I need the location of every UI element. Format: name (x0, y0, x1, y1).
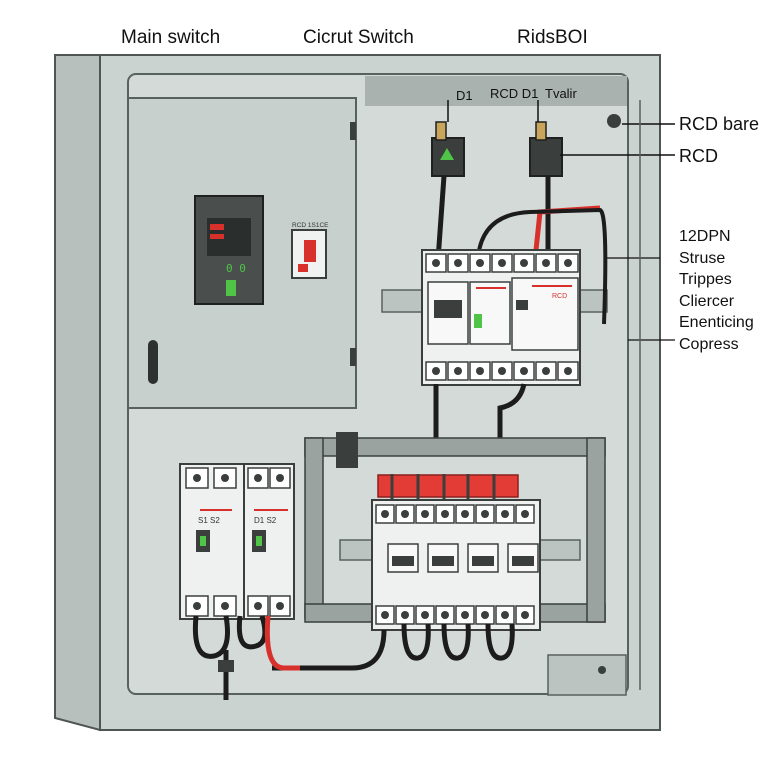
main-switch-red-indicator (210, 224, 224, 230)
right-list-item: Struse (679, 249, 726, 267)
connector-rcd (529, 137, 563, 177)
mcb-wire-loops (401, 623, 515, 661)
right-list: 12DPN Struse Trippes Cliercer Enenticing… (679, 226, 754, 355)
left-wire-loop-1 (192, 615, 230, 659)
left-breaker-top-screws (193, 474, 284, 482)
right-list-item: Trippes (679, 271, 732, 288)
label-main-switch: Main switch (121, 27, 221, 48)
screw-top-right (607, 114, 621, 128)
label-rcd-bare: RCD bare (679, 114, 760, 134)
main-switch-digits: 0 0 (226, 262, 246, 275)
mcb-top-screws (381, 510, 529, 518)
wire-mcb-to-left-breakers (272, 629, 387, 671)
main-switch-red-indicator-2 (210, 234, 224, 239)
rcd-module-right-label: RCD (552, 293, 567, 300)
left-wire-red (264, 615, 300, 671)
connector-d1-led (440, 148, 454, 160)
ground-clamp (218, 660, 234, 672)
door-hinge-top (350, 122, 356, 140)
left-breaker-2-label: D1 S2 (254, 516, 277, 525)
right-list-item: Cliercer (679, 292, 735, 310)
label-rcd: RCD (679, 146, 718, 166)
label-tvalir: Tvalir (545, 86, 577, 101)
main-switch-green-indicator (226, 280, 236, 296)
lower-frame-left (304, 437, 324, 619)
left-breaker-1-green (200, 536, 206, 546)
rcd-bottom-screws (432, 367, 572, 375)
rcd-module-right[interactable] (511, 277, 579, 351)
lower-frame-right (586, 437, 606, 623)
mcb-toggles[interactable] (387, 543, 539, 573)
label-circuit-switch: Cicrut Switch (303, 27, 414, 48)
rcd-module-mid-green (474, 314, 482, 328)
right-list-item: Copress (679, 335, 739, 353)
door-handle[interactable] (148, 340, 158, 384)
drain-plate (547, 654, 627, 696)
connector-rcd-tab (535, 121, 547, 141)
left-breaker-bottom-screws (193, 602, 284, 610)
cabinet-side (54, 54, 101, 732)
door-switch-window (298, 264, 308, 272)
inner-shadow (365, 76, 627, 106)
rcd-module-mid[interactable] (469, 281, 511, 345)
wire-black-loop (476, 207, 608, 325)
rcd-module-right-toggle[interactable] (516, 300, 528, 310)
red-busbar (377, 474, 519, 498)
connector-d1-tab (435, 121, 447, 141)
left-breaker-1[interactable] (179, 463, 245, 620)
label-d1: D1 (456, 88, 473, 103)
wire-upper-to-lower-right (497, 383, 527, 438)
left-wire-loop-2 (236, 615, 268, 650)
wire-d1-down (435, 175, 447, 261)
right-list-item: Enenticing (679, 314, 754, 331)
left-breaker-2-green (256, 536, 262, 546)
frame-clamp (336, 432, 358, 468)
door-hinge-bottom (350, 348, 356, 366)
door-switch-red-toggle[interactable] (304, 240, 316, 262)
mcb-bottom-screws (381, 611, 529, 619)
drain-plate-screw (598, 666, 606, 674)
left-breaker-1-label: S1 S2 (198, 516, 220, 525)
right-list-item: 12DPN (679, 228, 731, 245)
rcd-module-left-toggle[interactable] (434, 300, 462, 318)
label-rcbo: RidsBOI (517, 27, 588, 48)
rcd-top-screws (432, 259, 572, 267)
door-switch-label: RCD 1S1CE (292, 222, 329, 229)
label-rcd-d1: RCD D1 (490, 86, 539, 101)
